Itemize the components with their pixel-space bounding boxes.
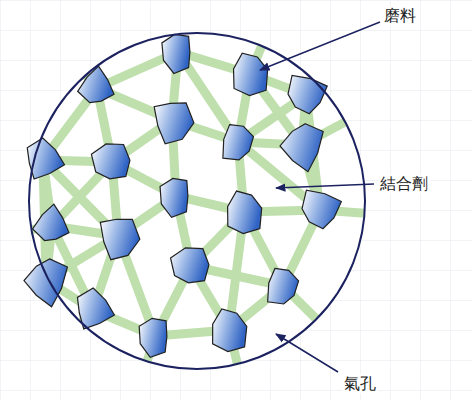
part-label: 磨料 [382,6,418,25]
abrasive-grain [223,125,254,160]
abrasive-grain [171,248,209,283]
wheel-outline [29,33,365,369]
abrasive-grain [139,318,167,357]
abrasive-grain [302,190,341,229]
abrasive-grain [280,124,323,172]
leader-line [260,22,380,70]
abrasive-grain [91,144,130,179]
abrasive-grain [234,53,268,95]
abrasive-grain [33,204,69,240]
abrasive-grains [24,34,341,357]
abrasive-grain [27,138,64,179]
abrasive-grain [77,288,114,329]
leader-line [276,184,374,188]
abrasive-grain [162,34,190,73]
leader-lines [260,22,380,372]
abrasive-grain [228,191,262,234]
leader-line [276,334,338,372]
abrasive-grain [268,268,299,304]
bond-bridges [25,27,372,370]
wheel-fill [29,33,365,369]
abrasive-grain [154,103,194,144]
abrasive-grain [160,178,188,217]
part-label: 結合劑 [378,174,430,193]
part-label: 氣孔 [342,374,378,393]
abrasive-grain [213,309,247,352]
abrasive-grain [100,219,139,259]
abrasive-grain [78,66,114,103]
abrasive-grain [288,75,327,113]
